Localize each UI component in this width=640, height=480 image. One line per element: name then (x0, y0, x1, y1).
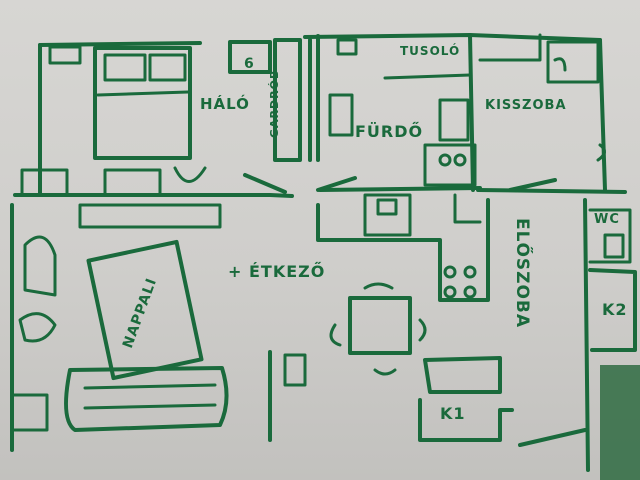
entrance-door (518, 428, 587, 447)
armchair-top (23, 235, 57, 297)
dining-table (348, 296, 412, 355)
bedroom-box-2 (103, 168, 162, 197)
wall-bath-kisszoba (468, 33, 475, 192)
stove-burner-4 (463, 285, 477, 299)
outer-wall-right (598, 38, 607, 192)
label-furdo: FÜRDŐ (355, 122, 424, 141)
wc-room (588, 208, 632, 264)
pillow-right (148, 53, 187, 82)
bath-door (316, 176, 357, 192)
armchair-bottom (18, 312, 57, 343)
stove-burner-1 (443, 265, 457, 279)
label-tusolo: TUSOLÓ (400, 44, 461, 58)
kisszoba-seat (596, 143, 606, 162)
sink-basin (376, 198, 398, 216)
wall-bath-bottom (318, 186, 482, 192)
stove-burner-3 (443, 285, 457, 299)
window-top-left (48, 45, 82, 65)
bedroom-chair (173, 166, 207, 183)
kisszoba-desk (546, 40, 600, 84)
living-pillar (283, 353, 307, 387)
dining-chair-right (418, 318, 427, 342)
living-shelf (78, 203, 222, 229)
hatched-stairwell (600, 365, 640, 480)
shower-line (383, 73, 472, 80)
label-kisszoba: KISSZOBA (485, 98, 567, 113)
stove-burner-2 (463, 265, 477, 279)
label-gardrob: GARDRÓB (268, 69, 281, 138)
washing-machine (423, 143, 477, 187)
label-etkezo: + ÉTKEZŐ (228, 262, 326, 281)
knob-1 (438, 153, 452, 167)
cabinet-6 (228, 40, 272, 74)
sofa-cushions (83, 383, 217, 410)
wall-kisszoba-bottom (476, 188, 627, 194)
label-halo: HÁLÓ (200, 95, 250, 113)
sofa (64, 366, 229, 432)
kisszoba-door (508, 178, 557, 192)
bed (93, 46, 192, 160)
label-wc: WC (594, 212, 620, 227)
bathtub (438, 98, 470, 142)
bedroom-box-1 (20, 168, 69, 197)
wall-bedroom-bottom (13, 193, 294, 198)
kitchen-sink (363, 193, 412, 237)
kitchen-cabinet (453, 193, 482, 224)
storage-k2 (588, 268, 637, 352)
kitchen-counter (316, 198, 490, 302)
living-side-table (10, 393, 49, 432)
storage-k1 (418, 398, 514, 442)
kisszoba-closet (478, 33, 542, 62)
bed-blanket-line (96, 90, 190, 97)
kisszoba-chair (553, 57, 567, 72)
bath-cabinet (328, 93, 354, 137)
dining-chair-bottom (373, 368, 397, 376)
bedroom-door (243, 173, 287, 194)
wall-hall-right (583, 198, 590, 472)
wardrobe (273, 38, 302, 162)
dining-chair-left (329, 323, 342, 347)
pillow-left (103, 53, 147, 82)
label-k2: K2 (602, 300, 628, 319)
dining-chair-top (363, 282, 394, 290)
label-cabinet-6: 6 (244, 56, 255, 72)
label-eloszoba: ELŐSZOBA (512, 218, 532, 329)
knob-2 (453, 153, 467, 167)
hall-cabinet (423, 356, 502, 394)
label-k1: K1 (440, 404, 466, 423)
bath-vent (336, 38, 358, 56)
wc-toilet (603, 233, 625, 259)
